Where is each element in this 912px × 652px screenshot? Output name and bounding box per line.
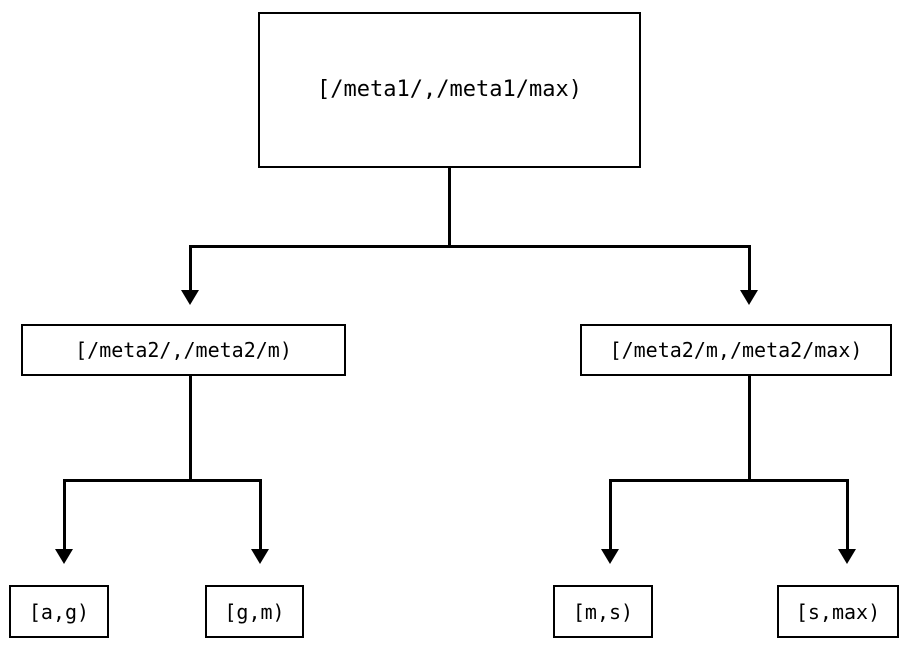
edge-root-stem — [448, 167, 451, 247]
node-leaf-ag-label: [a,g) — [28, 599, 90, 624]
arrowhead-down-icon-leaf-ag — [55, 549, 73, 564]
node-mid-left-label: [/meta2/,/meta2/m) — [75, 338, 292, 362]
node-leaf-gm-label: [g,m) — [224, 599, 285, 624]
node-leaf-ag[interactable]: [a,g) — [9, 585, 109, 638]
edge-mid-left-to-leaf-ag — [63, 479, 66, 551]
node-leaf-ms-label: [m,s) — [572, 599, 634, 624]
arrowhead-down-icon-mid-right — [740, 290, 758, 305]
node-mid-left[interactable]: [/meta2/,/meta2/m) — [21, 324, 346, 376]
edge-mid-left-horizontal-bar — [63, 479, 262, 482]
edge-mid-right-to-leaf-ms — [609, 479, 612, 551]
edge-mid-right-to-leaf-smax — [846, 479, 849, 551]
node-leaf-smax[interactable]: [s,max) — [777, 585, 899, 638]
edge-mid-right-horizontal-bar — [609, 479, 849, 482]
node-leaf-smax-label: [s,max) — [795, 599, 881, 624]
node-root-label: [/meta1/,/meta1/max) — [317, 77, 582, 102]
arrowhead-down-icon-leaf-ms — [601, 549, 619, 564]
node-mid-right[interactable]: [/meta2/m,/meta2/max) — [580, 324, 892, 376]
node-root[interactable]: [/meta1/,/meta1/max) — [258, 12, 641, 168]
arrowhead-down-icon-mid-left — [181, 290, 199, 305]
edge-mid-left-stem — [189, 375, 192, 482]
edge-root-to-mid-left — [189, 245, 192, 292]
edge-root-to-mid-right — [748, 245, 751, 292]
node-mid-right-label: [/meta2/m,/meta2/max) — [609, 338, 863, 362]
arrowhead-down-icon-leaf-gm — [251, 549, 269, 564]
node-leaf-gm[interactable]: [g,m) — [205, 585, 304, 638]
arrowhead-down-icon-leaf-smax — [838, 549, 856, 564]
edge-mid-right-stem — [748, 375, 751, 482]
edge-mid-left-to-leaf-gm — [259, 479, 262, 551]
node-leaf-ms[interactable]: [m,s) — [553, 585, 653, 638]
edge-root-horizontal-bar — [189, 245, 751, 248]
